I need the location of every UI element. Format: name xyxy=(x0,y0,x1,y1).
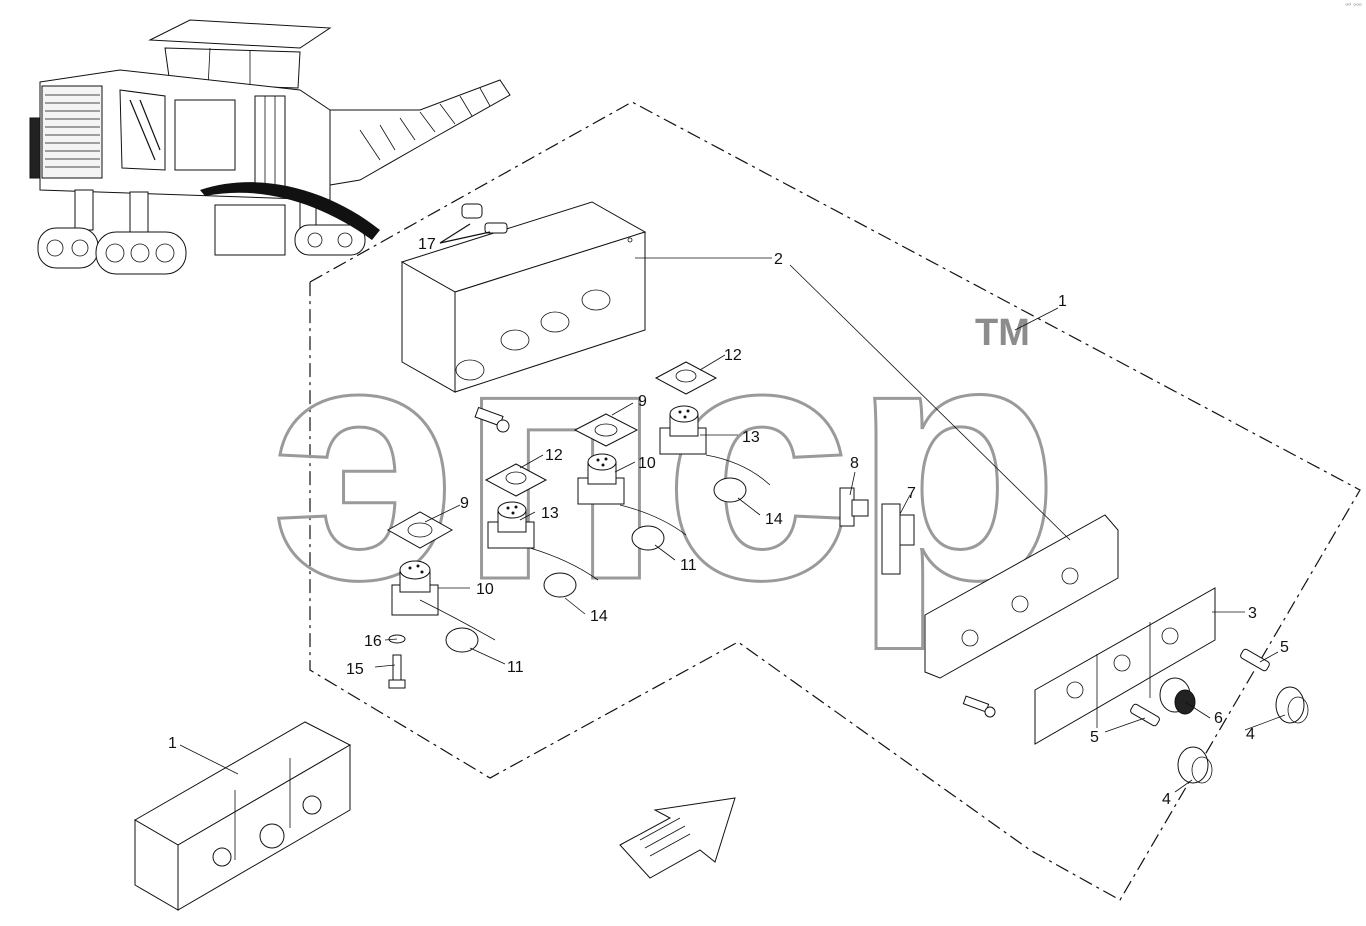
callout-7: 7 xyxy=(907,485,916,502)
callout-10-upper: 10 xyxy=(638,455,656,472)
machine-illustration xyxy=(29,19,511,275)
callout-10-lower: 10 xyxy=(476,581,494,598)
button-4-upper xyxy=(1275,686,1309,724)
cap-11-upper xyxy=(619,504,687,551)
housing-box xyxy=(400,201,647,393)
callout-labels: 1 1 2 3 4 4 5 5 6 7 8 9 9 10 10 11 11 12… xyxy=(168,236,1289,808)
callout-2: 2 xyxy=(774,251,783,268)
bolt-15 xyxy=(388,654,406,689)
switch-7 xyxy=(881,503,915,575)
callout-11-lower: 11 xyxy=(507,659,524,676)
callout-13-upper: 13 xyxy=(742,429,760,446)
flange-9-upper xyxy=(573,413,639,447)
callout-13-lower: 13 xyxy=(541,505,559,522)
assembled-control-box xyxy=(134,721,352,911)
track-wheels xyxy=(46,232,353,263)
watermark: эпср TM xyxy=(269,270,1062,654)
button-6 xyxy=(1159,677,1196,715)
callout-12-upper: 12 xyxy=(724,347,742,364)
callout-11-upper: 11 xyxy=(680,557,697,574)
callout-9-upper: 9 xyxy=(638,393,647,410)
callout-1-box: 1 xyxy=(168,735,177,752)
watermark-trademark: TM xyxy=(975,312,1030,354)
switch-8 xyxy=(839,487,869,527)
cap-14-upper xyxy=(705,454,771,503)
connector-10-upper xyxy=(577,453,625,505)
grille-lines xyxy=(45,94,100,168)
housing-bolt xyxy=(474,406,510,433)
callout-14-upper: 14 xyxy=(765,511,783,528)
flange-12-lower xyxy=(484,463,548,497)
callout-5-upper: 5 xyxy=(1280,639,1289,656)
callout-6: 6 xyxy=(1214,710,1223,727)
connector-13-lower xyxy=(487,501,535,549)
callout-3: 3 xyxy=(1248,605,1257,622)
leader-lines xyxy=(179,257,1286,793)
flange-9-lower xyxy=(386,511,454,549)
callout-5-lower: 5 xyxy=(1090,729,1099,746)
front-panel-plate xyxy=(924,514,1119,679)
cap-11-lower xyxy=(419,599,496,653)
button-4-lower xyxy=(1177,746,1213,784)
connector-10-lower xyxy=(391,560,439,616)
callout-12-lower: 12 xyxy=(545,447,563,464)
fitting-17 xyxy=(439,203,508,244)
panel-bolt xyxy=(962,695,996,718)
callout-17: 17 xyxy=(418,236,436,253)
callout-1-boundary: 1 xyxy=(1058,293,1067,310)
conveyor-truss xyxy=(359,87,491,161)
lamp-5-upper xyxy=(1240,648,1270,672)
watermark-text: эпср xyxy=(270,271,1060,652)
callout-4-lower: 4 xyxy=(1162,791,1171,808)
callout-8: 8 xyxy=(850,455,859,472)
callout-15: 15 xyxy=(346,661,364,678)
corner-mark: ᵒ⁰ ᵒᵒᵒ xyxy=(1345,2,1362,10)
connector-13-upper xyxy=(659,405,707,455)
cap-14-lower xyxy=(529,547,599,598)
callout-9-lower: 9 xyxy=(460,495,469,512)
lamp-5-lower xyxy=(1130,703,1160,727)
flange-12-upper xyxy=(654,361,718,395)
direction-arrow-icon xyxy=(619,797,736,879)
callout-16: 16 xyxy=(364,633,382,650)
callout-4-upper: 4 xyxy=(1246,726,1255,743)
callout-14-lower: 14 xyxy=(590,608,608,625)
faceplate-3 xyxy=(1034,587,1216,745)
